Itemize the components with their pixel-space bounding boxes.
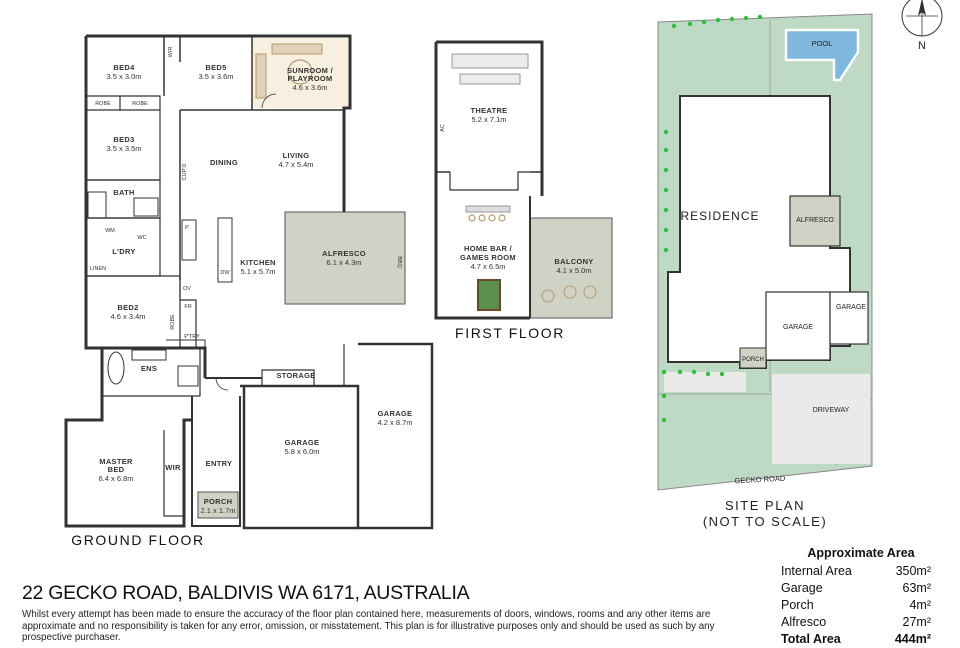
- homebar-name-2: GAMES ROOM: [460, 253, 516, 262]
- homebar-dims: 4.7 x 6.5m: [470, 262, 505, 271]
- alfresco-dims: 6.1 x 4.3m: [326, 258, 361, 267]
- living-dims: 4.7 x 5.4m: [278, 160, 313, 169]
- fr-label: FR: [184, 304, 191, 310]
- ptry-label: P'TRY: [184, 334, 200, 340]
- area-row-label: Porch: [781, 598, 814, 612]
- sunroom-dims: 4.6 x 3.6m: [292, 83, 327, 92]
- bed5-name: BED5: [205, 63, 226, 72]
- area-row-value: 350m²: [895, 564, 931, 578]
- ens-name: ENS: [141, 364, 157, 373]
- area-row: Porch 4m²: [781, 597, 931, 614]
- master-name-2: BED: [108, 465, 125, 474]
- bed5-dims: 3.5 x 3.6m: [198, 72, 233, 81]
- porch-dims: 2.1 x 1.7m: [200, 506, 235, 515]
- area-row-label: Garage: [781, 581, 823, 595]
- garage2-dims: 4.2 x 8.7m: [377, 418, 412, 427]
- theatre-dims: 5.2 x 7.1m: [471, 115, 506, 124]
- sunroom-name-2: PLAYROOM: [287, 74, 332, 83]
- area-row: Alfresco 27m²: [781, 614, 931, 631]
- area-row-value: 27m²: [902, 615, 931, 629]
- site-garage-label-1: GARAGE: [783, 324, 813, 331]
- area-row-label: Alfresco: [781, 615, 827, 629]
- bed3-dims: 3.5 x 3.5m: [106, 144, 141, 153]
- first-floor-title: FIRST FLOOR: [455, 325, 565, 341]
- porch-name: PORCH: [204, 497, 233, 506]
- bed2-dims: 4.6 x 3.4m: [110, 312, 145, 321]
- pantry-p-label: P: [185, 225, 189, 231]
- bed4-dims: 3.5 x 3.0m: [106, 72, 141, 81]
- disclaimer-text: Whilst every attempt has been made to en…: [22, 609, 715, 643]
- bed4-name: BED4: [113, 63, 135, 72]
- balcony-name: BALCONY: [554, 257, 593, 266]
- first-floor-plan: [434, 40, 613, 320]
- north-arrow-icon: N: [901, 0, 943, 52]
- ground-floor-title: GROUND FLOOR: [71, 532, 205, 548]
- bed3-name: BED3: [113, 135, 134, 144]
- robe-label-bed5: ROBE: [132, 101, 148, 107]
- master-name-1: MASTER: [99, 457, 133, 466]
- wir-label-master: WIR: [165, 463, 181, 472]
- site-plan: RESIDENCE ALFRESCO GARAGE GARAGE PORCH D…: [657, 13, 873, 529]
- balcony-dims: 4.1 x 5.0m: [556, 266, 591, 275]
- kitchen-name: KITCHEN: [240, 258, 275, 267]
- area-row-label: Internal Area: [781, 564, 852, 578]
- site-plan-subtitle: (NOT TO SCALE): [703, 514, 827, 529]
- theatre-name: THEATRE: [471, 106, 508, 115]
- area-row-value: 63m²: [902, 581, 931, 595]
- wm-label: WM: [105, 228, 115, 234]
- ground-floor-plan: [64, 34, 434, 530]
- sunroom-name-1: SUNROOM /: [287, 66, 334, 75]
- bed2-name: BED2: [117, 303, 138, 312]
- robe-label-bed4: ROBE: [95, 101, 111, 107]
- dw-label: DW: [220, 270, 230, 276]
- bbq-label: BBQ: [396, 256, 402, 268]
- area-row: Garage 63m²: [781, 580, 931, 597]
- site-garage-label-2: GARAGE: [836, 304, 866, 311]
- ground-floor-labels: BED4 3.5 x 3.0m BED5 3.5 x 3.6m SUNROOM …: [71, 47, 412, 548]
- site-residence-label: RESIDENCE: [680, 209, 759, 223]
- robe-label-bed2: ROBE: [170, 314, 176, 330]
- linen-label: LINEN: [90, 266, 106, 272]
- first-floor-labels: THEATRE 5.2 x 7.1m HOME BAR / GAMES ROOM…: [440, 106, 593, 341]
- homebar-name-1: HOME BAR /: [464, 244, 513, 253]
- area-row: Internal Area 350m²: [781, 563, 931, 580]
- property-address: 22 GECKO ROAD, BALDIVIS WA 6171, AUSTRAL…: [22, 582, 470, 604]
- ov-label: OV: [183, 286, 191, 292]
- garage-name: GARAGE: [285, 438, 320, 447]
- alfresco-name: ALFRESCO: [322, 249, 366, 258]
- area-row-value: 4m²: [909, 598, 931, 612]
- area-title: Approximate Area: [807, 546, 915, 560]
- site-porch-label: PORCH: [742, 357, 764, 363]
- site-plan-title: SITE PLAN: [725, 498, 805, 513]
- floor-plan-drawing: BED4 3.5 x 3.0m BED5 3.5 x 3.6m SUNROOM …: [64, 0, 943, 548]
- ac-label: AC: [440, 124, 446, 132]
- site-driveway-label: DRIVEWAY: [813, 407, 850, 414]
- cupd-label: CUP'D: [182, 164, 188, 181]
- approximate-area-table: Approximate Area Internal Area 350m² Gar…: [781, 546, 931, 648]
- entry-name: ENTRY: [206, 459, 233, 468]
- wir-label-bed5: WIR: [168, 47, 174, 58]
- site-pool-label: POOL: [812, 39, 833, 48]
- north-label: N: [918, 40, 926, 52]
- living-name: LIVING: [283, 151, 310, 160]
- site-street-label: GECKO ROAD: [734, 474, 786, 486]
- garage-dims: 5.8 x 6.0m: [284, 447, 319, 456]
- kitchen-dims: 5.1 x 5.7m: [240, 267, 275, 276]
- ldry-name: L'DRY: [112, 247, 135, 256]
- bath-name: BATH: [113, 188, 134, 197]
- garage2-name: GARAGE: [378, 409, 413, 418]
- storage-name: STORAGE: [276, 371, 315, 380]
- wc-label: WC: [137, 235, 146, 241]
- master-dims: 6.4 x 6.8m: [98, 474, 133, 483]
- dining-name: DINING: [210, 158, 238, 167]
- site-alfresco-label: ALFRESCO: [796, 217, 834, 224]
